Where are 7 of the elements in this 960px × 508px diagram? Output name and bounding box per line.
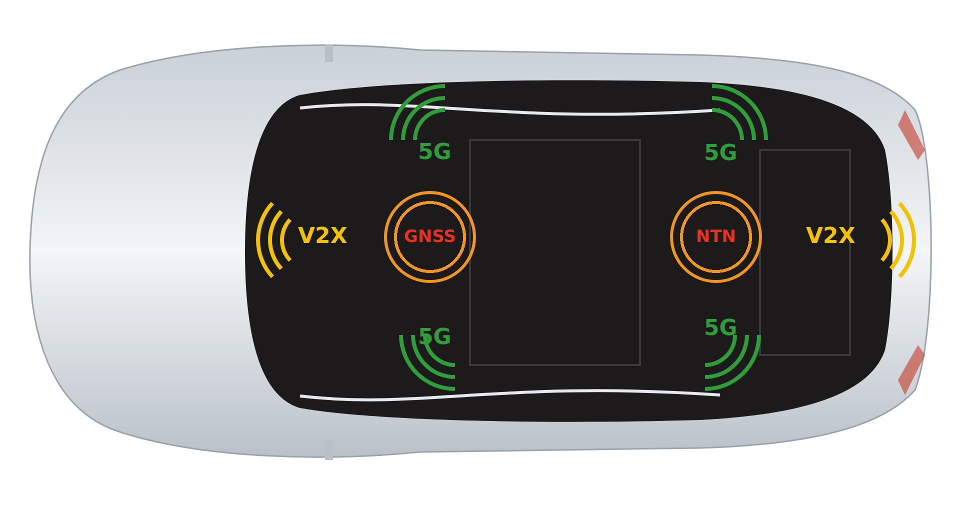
system-label: GNSS xyxy=(404,227,456,247)
antenna-label: 5G xyxy=(704,318,738,340)
antenna-label: V2X xyxy=(298,226,348,248)
antenna-label: 5G xyxy=(418,142,452,164)
system-label: NTN xyxy=(696,227,736,247)
antenna-label: V2X xyxy=(806,226,856,248)
antenna-label: 5G xyxy=(704,143,738,165)
